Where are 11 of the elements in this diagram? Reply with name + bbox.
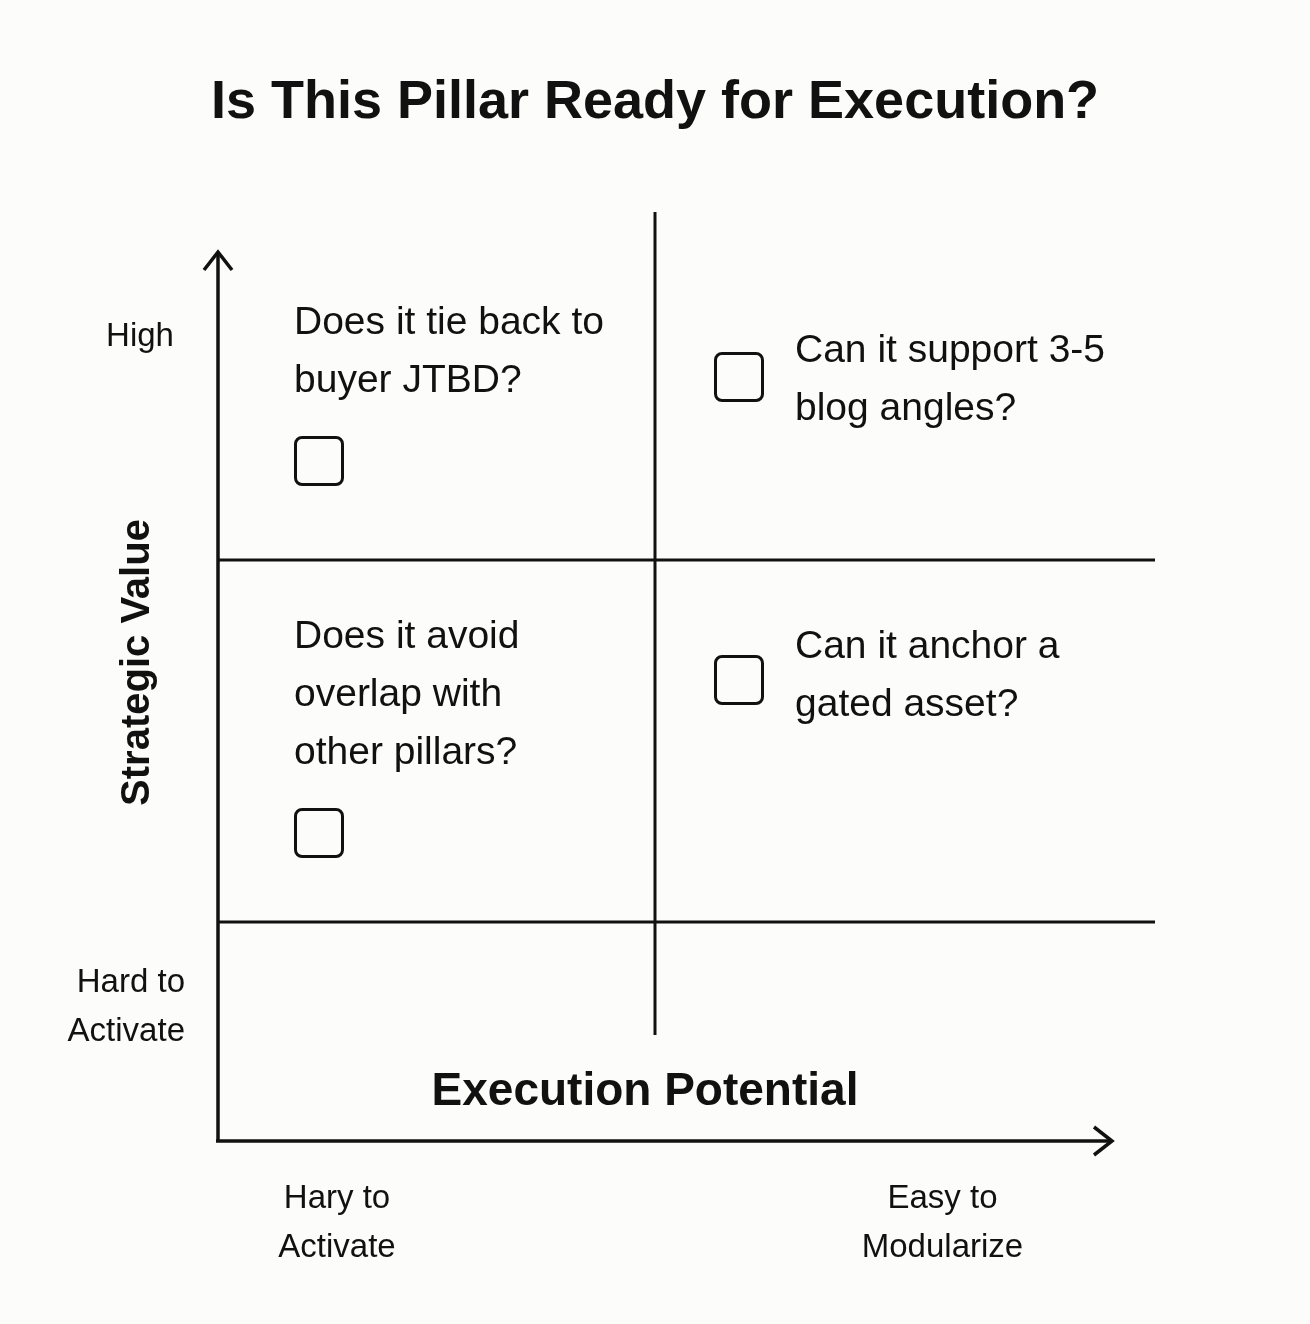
axis-title: Execution Potential bbox=[430, 1062, 860, 1116]
title: Is This Pillar Ready for Execution? bbox=[209, 68, 1101, 130]
axis-tick-label: Hard to Activate bbox=[66, 961, 185, 1050]
quadrant-question: Can it support 3-5 blog angles? bbox=[795, 326, 1106, 430]
quadrant-question: Can it anchor a gated asset? bbox=[795, 622, 1061, 726]
quadrant-question: Does it tie back to buyer JTBD? bbox=[294, 298, 605, 402]
axis-tick-label: Easy to Modularize bbox=[860, 1177, 1025, 1266]
axis-tick-label: Hary to Activate bbox=[277, 1177, 397, 1266]
quadrant-question: Does it avoid overlap with other pillars? bbox=[294, 612, 521, 774]
axis-tick-label: High bbox=[105, 316, 175, 354]
axis-title: Strategic Value bbox=[112, 518, 158, 808]
